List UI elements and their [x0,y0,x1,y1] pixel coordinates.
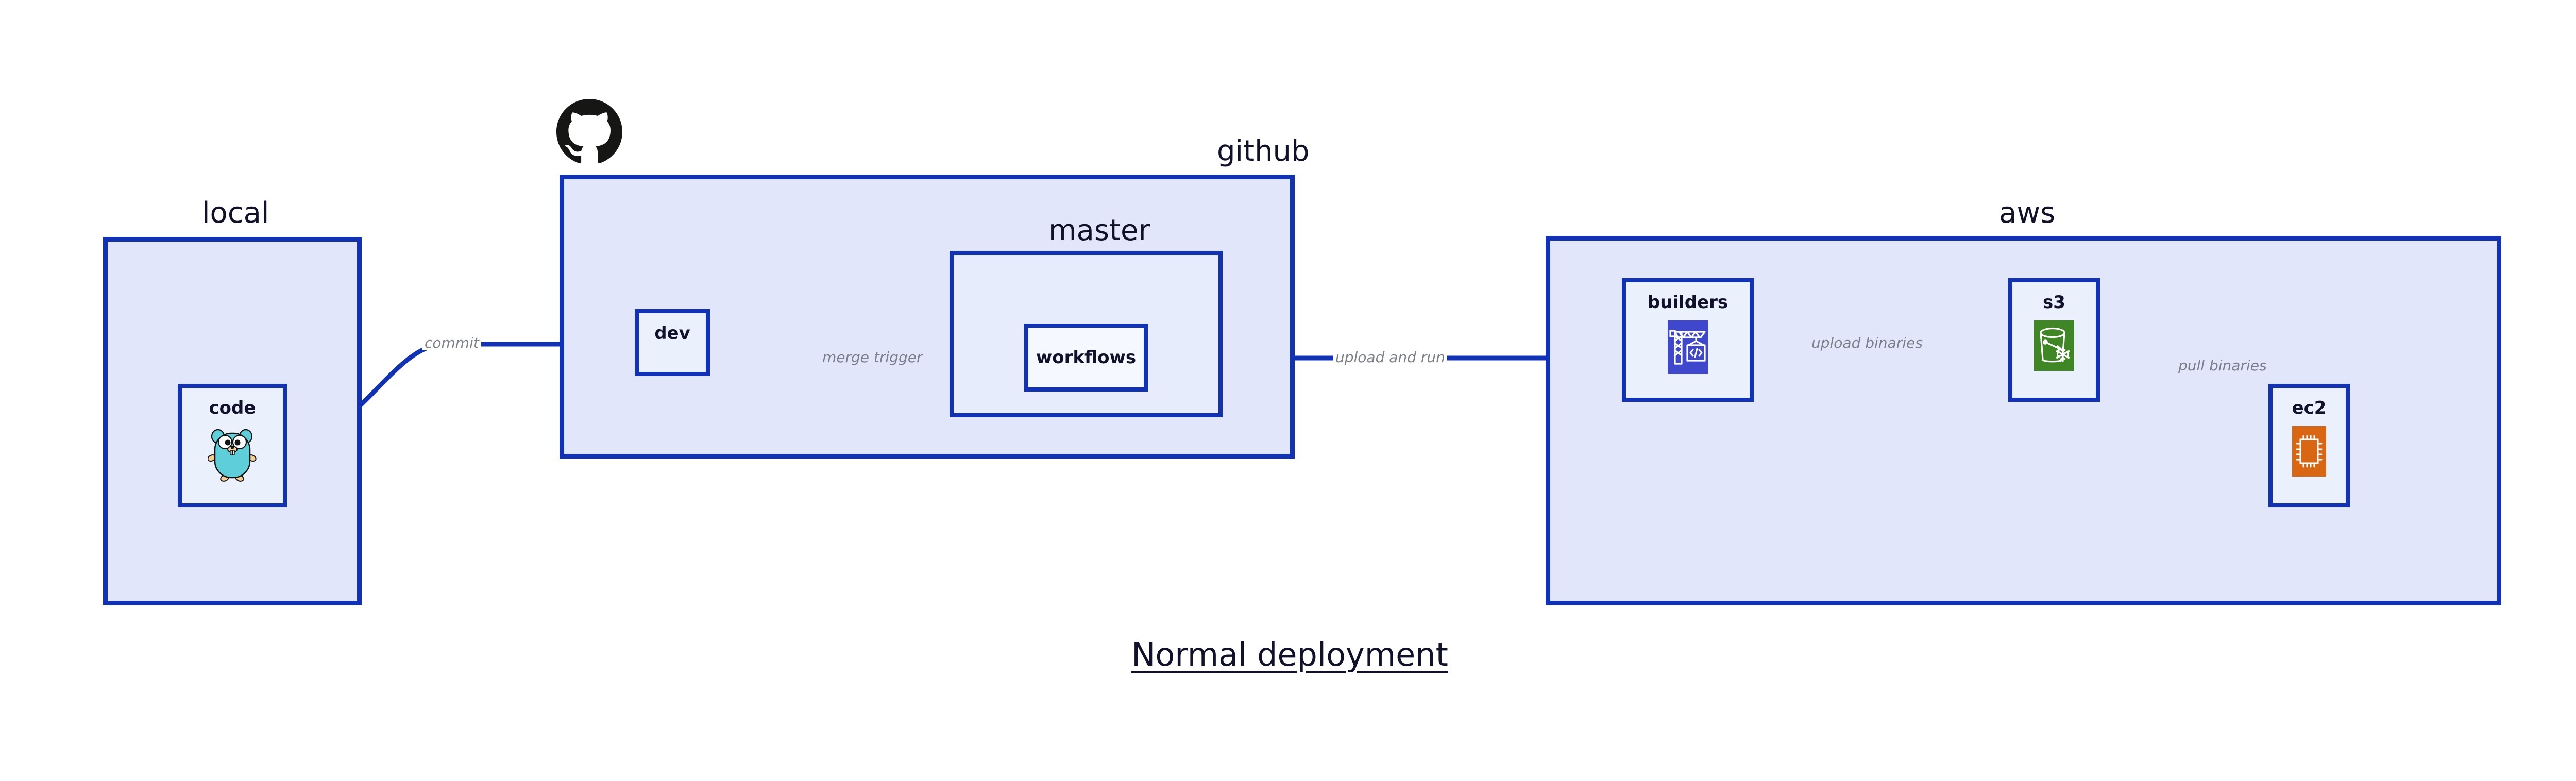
edge-label-pull-binaries: pull binaries [2176,359,2269,373]
node-code[interactable]: code [178,384,287,507]
node-label-code: code [209,398,256,418]
node-label-dev: dev [654,323,690,344]
group-label-local: local [202,196,269,230]
node-builders[interactable]: builders [1622,278,1754,402]
node-label-ec2: ec2 [2292,398,2327,418]
group-label-github: github [1217,134,1310,168]
github-octocat-logo [556,99,622,167]
node-workflows[interactable]: workflows [1024,324,1148,392]
node-label-s3: s3 [2043,292,2065,313]
aws-codebuild-icon [1668,320,1708,376]
group-label-master: master [1048,214,1150,247]
aws-ec2-chip-icon [2292,426,2326,479]
aws-s3-glacier-icon [2034,320,2074,373]
go-gopher-icon [207,426,257,484]
node-dev[interactable]: dev [635,309,710,376]
edge-label-commit: commit [422,336,481,350]
node-s3[interactable]: s3 [2008,278,2100,402]
node-label-builders: builders [1647,292,1728,313]
edge-label-merge-trigger: merge trigger [820,350,925,365]
edge-label-upload-and-run: upload and run [1333,350,1447,365]
diagram-title: Normal deployment [1131,636,1448,673]
group-label-aws: aws [1999,196,2056,230]
edge-label-upload-binaries: upload binaries [1809,336,1925,350]
node-label-workflows: workflows [1036,347,1137,368]
node-ec2[interactable]: ec2 [2268,384,2350,507]
